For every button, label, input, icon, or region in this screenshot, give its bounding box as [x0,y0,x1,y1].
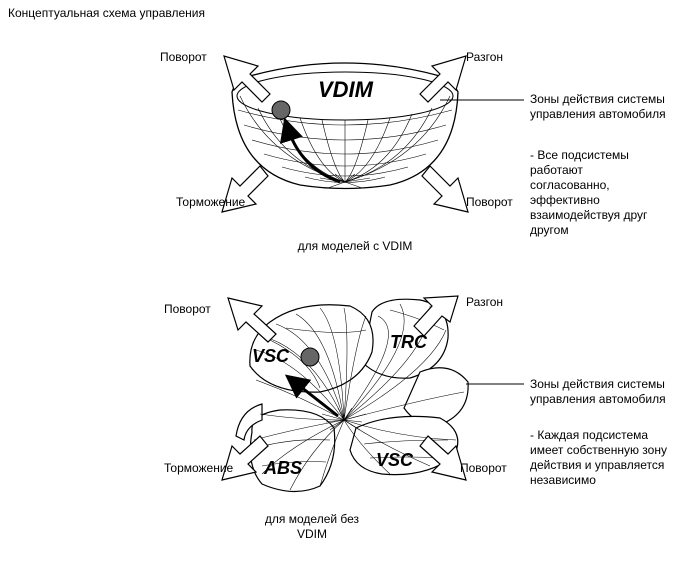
petal-label-vsc-right: VSC [376,450,414,470]
petal-center [321,407,367,431]
top-zone-note: - Все подсистемы работают согласованно, … [530,148,648,237]
bottom-caption: для моделей без VDIM [264,512,360,541]
bottom-zone-title: Зоны действия системы управления автомоб… [530,377,666,406]
petal-label-vsc-left: VSC [252,346,290,366]
bottom-label-turn-right: Поворот [460,461,507,475]
top-arrows [221,55,469,213]
bottom-label-turn-left: Поворот [164,302,211,316]
page-title: Концептуальная схема управления [8,6,206,20]
top-label-turn-right: Поворот [466,195,513,209]
top-zone-title: Зоны действия системы управления автомоб… [530,92,666,121]
vdim-bowl-label: VDIM [318,77,374,102]
top-label-acceleration: Разгон [466,50,504,64]
top-caption: для моделей с VDIM [297,239,413,253]
top-label-braking: Торможение [176,195,246,209]
petal-label-abs: ABS [263,458,302,478]
bottom-label-braking: Торможение [164,461,234,475]
bottom-label-acceleration: Разгон [466,295,504,309]
bottom-zone-note: - Каждая подсистема имеет собственную зо… [530,428,667,487]
vdim-bowl [231,62,459,190]
top-label-turn-left: Поворот [160,50,207,64]
bottom-ball-arrow [284,347,339,418]
bottom-arrows [221,295,467,481]
petal-label-trc: TRC [390,332,428,352]
